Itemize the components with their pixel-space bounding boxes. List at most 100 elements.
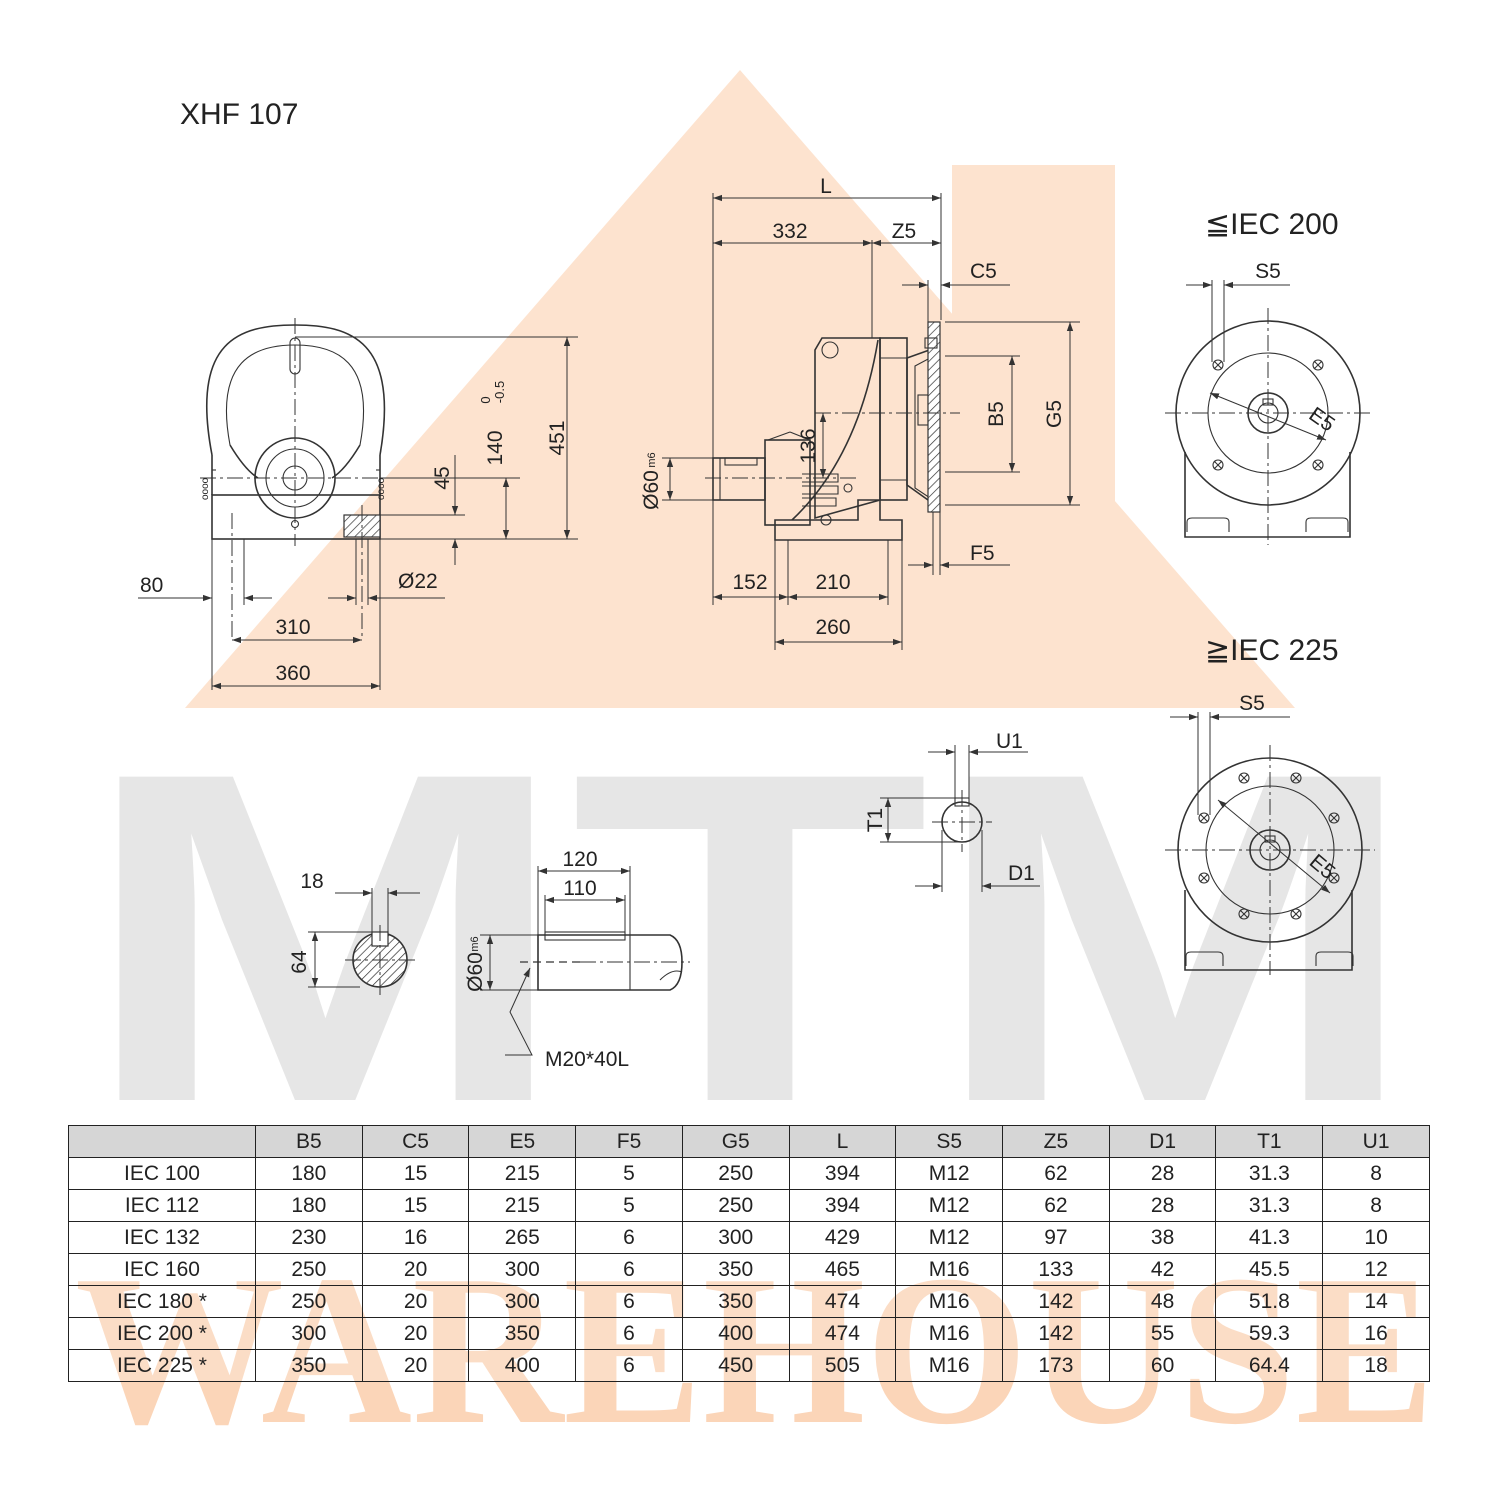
table-cell: 173 (1002, 1349, 1110, 1382)
table-cell: 505 (788, 1349, 897, 1382)
table-cell: 6 (575, 1317, 683, 1350)
table-cell: 55 (1108, 1317, 1217, 1350)
table-cell: 31.3 (1215, 1189, 1324, 1222)
table-header-row: B5 C5 E5 F5 G5 L S5 Z5 D1 T1 U1 (68, 1125, 1430, 1158)
flange-small-label: ≦IEC 200 (1205, 208, 1339, 241)
table-cell: 350 (681, 1285, 790, 1318)
table-header: Z5 (1002, 1125, 1110, 1158)
keyway-D1: D1 (1008, 862, 1035, 885)
table-cell: M12 (895, 1221, 1004, 1254)
table-row-label: IEC 200 * (68, 1317, 256, 1350)
table-cell: 474 (788, 1317, 897, 1350)
table-header: E5 (468, 1125, 577, 1158)
table-cell: 15 (361, 1157, 470, 1190)
dim-C5: C5 (970, 260, 997, 283)
watermark-brand: MTM (80, 675, 1420, 1200)
table-cell: 20 (361, 1317, 470, 1350)
dim-foot-offset: 80 (140, 574, 163, 597)
flange-small-E5: E5 (1305, 403, 1339, 437)
table-cell: 15 (361, 1189, 470, 1222)
table-cell: 5 (575, 1157, 683, 1190)
table-cell: M16 (895, 1285, 1004, 1318)
table-cell: 133 (1002, 1253, 1110, 1286)
flange-small-S5: S5 (1255, 260, 1281, 283)
dim-L: L (820, 175, 832, 198)
table-cell: 265 (468, 1221, 577, 1254)
dim-hole-spacing: 310 (275, 616, 310, 639)
table-header: F5 (575, 1125, 683, 1158)
table-cell: 230 (255, 1221, 363, 1254)
table-cell: 20 (361, 1285, 470, 1318)
dim-foot-height: 45 (431, 466, 454, 489)
table-cell: 64.4 (1215, 1349, 1324, 1382)
keyway-U1: U1 (996, 730, 1023, 753)
table-header: L (788, 1125, 897, 1158)
table-cell: 48 (1108, 1285, 1217, 1318)
table-cell: 51.8 (1215, 1285, 1324, 1318)
table-cell: 8 (1322, 1189, 1430, 1222)
table-cell: 300 (255, 1317, 363, 1350)
dim-shaft-height: 140 (484, 430, 507, 465)
table-header: B5 (255, 1125, 363, 1158)
table-header: D1 (1108, 1125, 1217, 1158)
watermark-triangle (185, 70, 1295, 708)
table-cell: 400 (468, 1349, 577, 1382)
table-cell: 180 (255, 1189, 363, 1222)
dim-foot-width: 360 (275, 662, 310, 685)
table-cell: M12 (895, 1189, 1004, 1222)
table-cell: 394 (788, 1157, 897, 1190)
dim-G5: G5 (1043, 400, 1066, 428)
keyway-motor: U1 T1 D1 (864, 730, 1040, 892)
dim-shaft-ext: 152 (732, 571, 767, 594)
flange-large-S5: S5 (1239, 692, 1265, 715)
table-cell: 250 (255, 1285, 363, 1318)
table-row-label: IEC 100 (68, 1157, 256, 1190)
table-cell: 394 (788, 1189, 897, 1222)
shaft-tol: m6 (469, 936, 481, 951)
table-cell: 215 (468, 1189, 577, 1222)
table-row-label: IEC 132 (68, 1221, 256, 1254)
dim-F5: F5 (970, 542, 995, 565)
table-cell: 6 (575, 1285, 683, 1318)
table-cell: M16 (895, 1349, 1004, 1382)
table-cell: 59.3 (1215, 1317, 1324, 1350)
table-cell: 16 (361, 1221, 470, 1254)
keyway-T1: T1 (864, 808, 887, 833)
table-cell: 97 (1002, 1221, 1110, 1254)
svg-text:oooo: oooo (376, 477, 387, 500)
dim-height-total: 451 (546, 420, 569, 455)
table-cell: 250 (681, 1189, 790, 1222)
table-cell: 250 (255, 1253, 363, 1286)
table-cell: 20 (361, 1349, 470, 1382)
table-cell: 300 (468, 1285, 577, 1318)
table-cell: 12 (1322, 1253, 1430, 1286)
table-cell: 250 (681, 1157, 790, 1190)
table-cell: 20 (361, 1253, 470, 1286)
page-title: XHF 107 (180, 98, 298, 131)
dim-shaft-diameter: Ø60 (640, 470, 663, 510)
flange-large: ≧IEC 225 S5 E5 (1165, 634, 1375, 975)
table-cell: 350 (681, 1253, 790, 1286)
table-cell: 474 (788, 1285, 897, 1318)
table-header: G5 (681, 1125, 790, 1158)
table-cell: 400 (681, 1317, 790, 1350)
table-cell: 16 (1322, 1317, 1430, 1350)
shaft-len-key: 110 (563, 877, 596, 900)
table-cell: 18 (1322, 1349, 1430, 1382)
table-cell: 6 (575, 1253, 683, 1286)
table-cell: 300 (468, 1253, 577, 1286)
table-cell: 215 (468, 1157, 577, 1190)
table-cell: 28 (1108, 1189, 1217, 1222)
table-cell: 300 (681, 1221, 790, 1254)
shaft-thread: M20*40L (545, 1048, 629, 1071)
table-cell: 45.5 (1215, 1253, 1324, 1286)
table-row-label: IEC 112 (68, 1189, 256, 1222)
table-cell: 62 (1002, 1157, 1110, 1190)
side-view: L 332 Z5 C5 G5 B5 Ø60 m6 136 F5 152 210 … (640, 175, 1080, 650)
table-cell: 5 (575, 1189, 683, 1222)
